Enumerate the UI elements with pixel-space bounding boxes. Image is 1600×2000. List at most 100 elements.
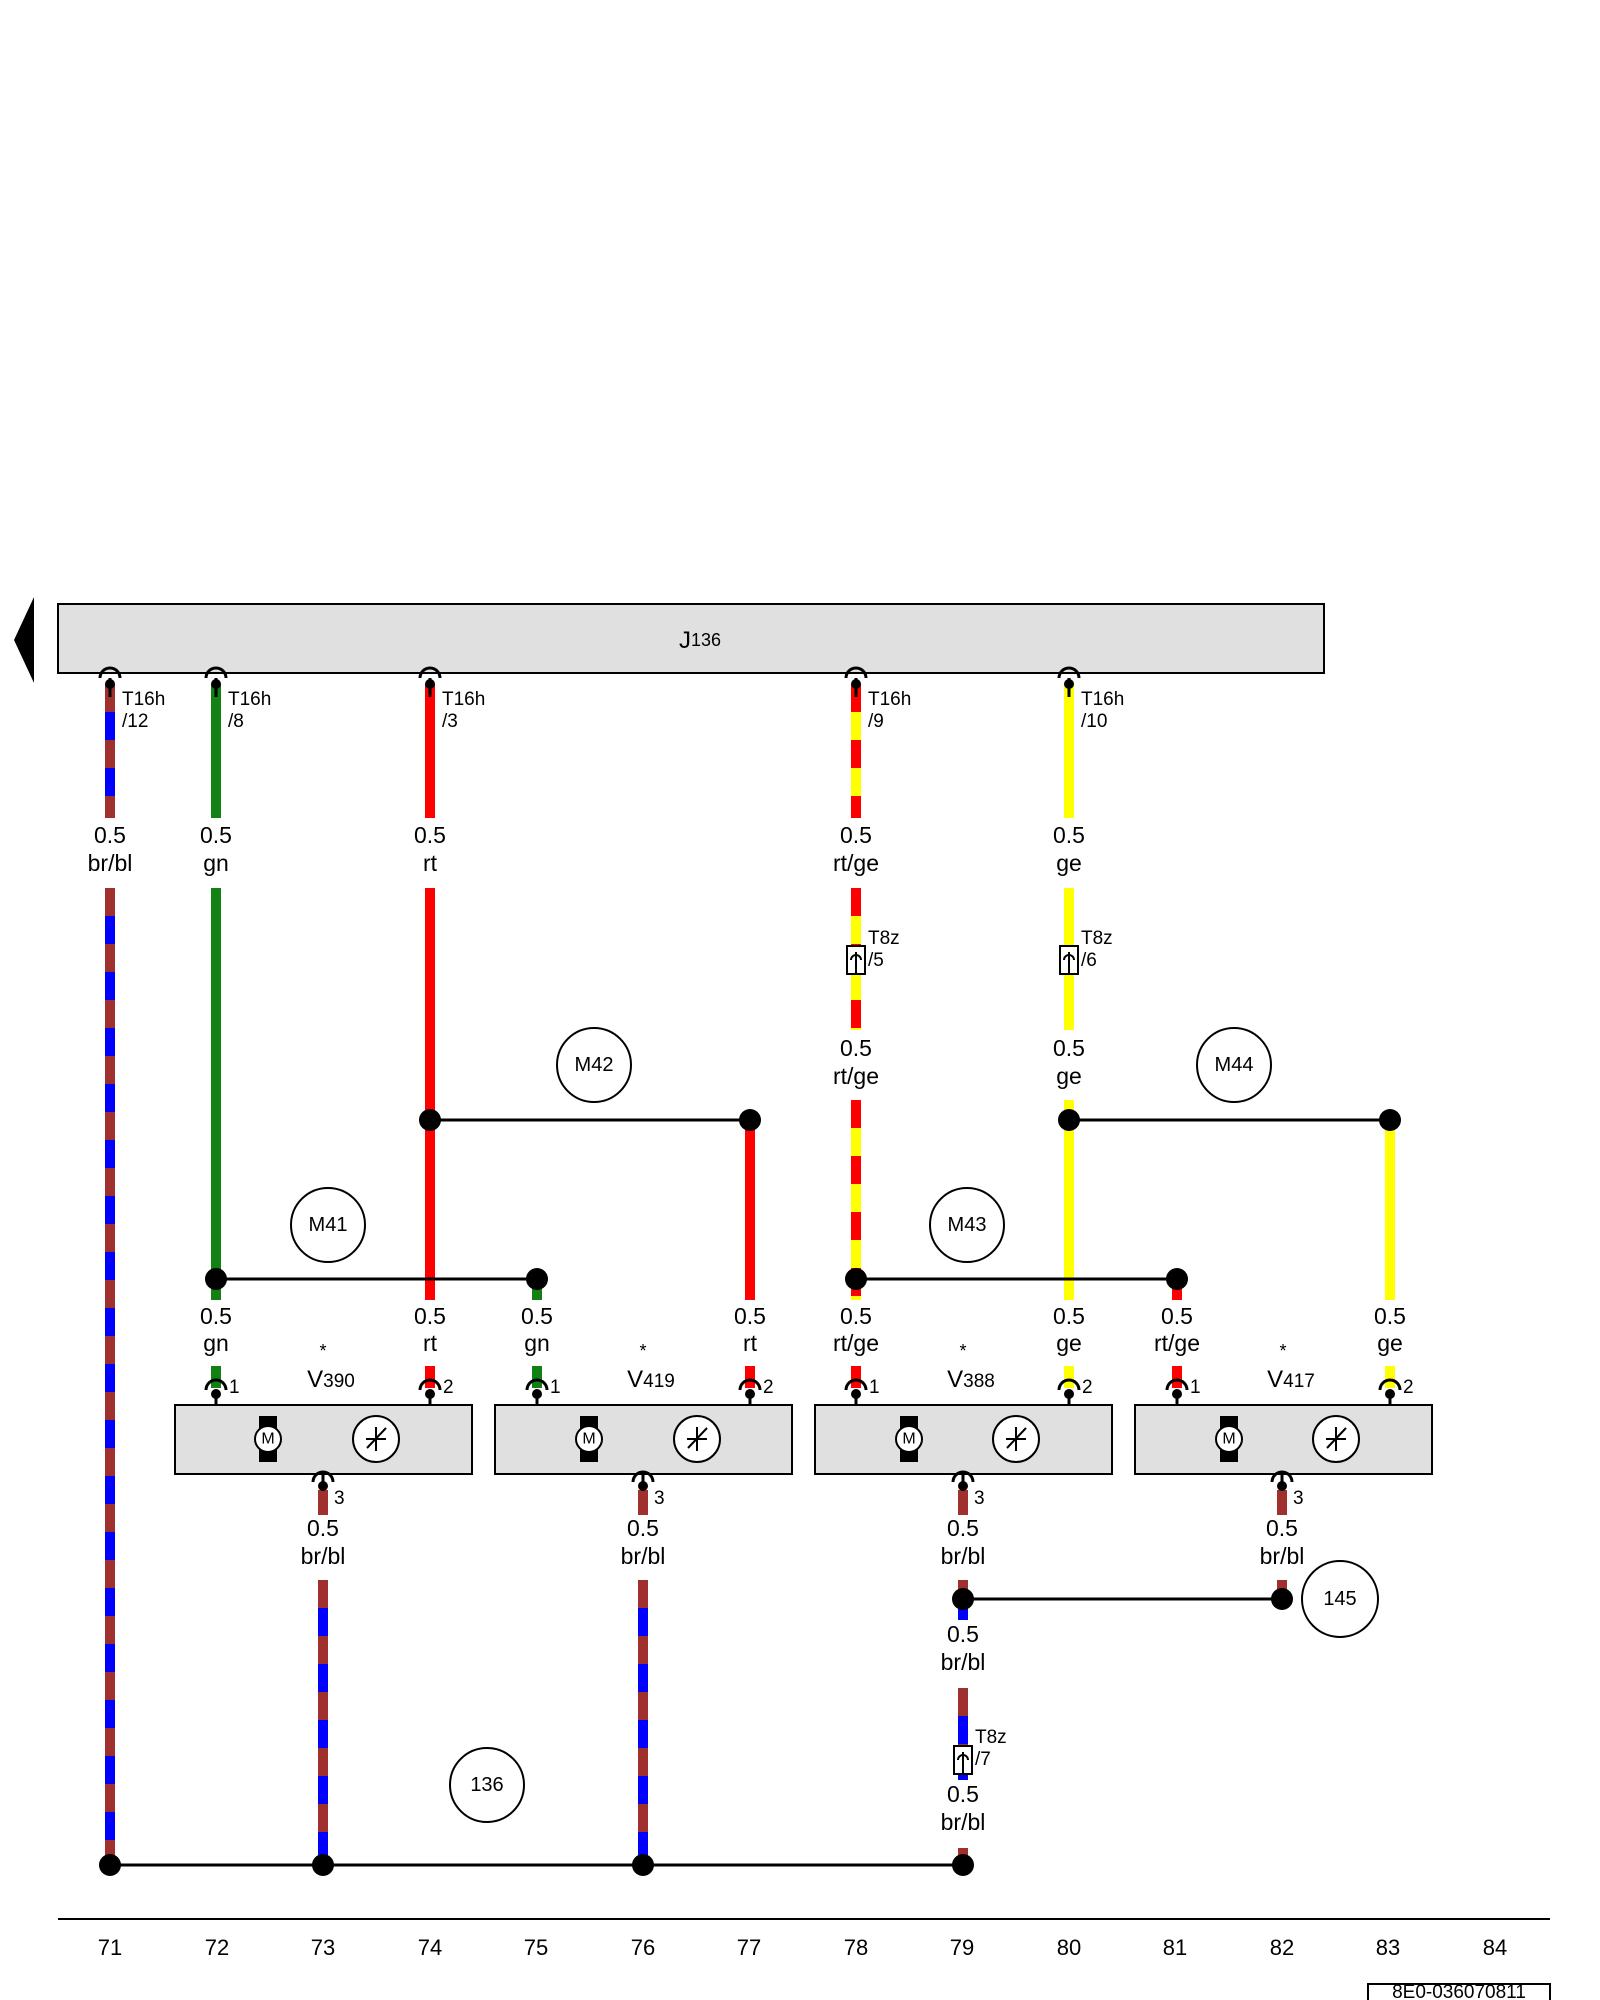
motor-housing — [814, 1404, 1113, 1475]
pin-number: 2 — [763, 1377, 774, 1398]
connector-pin-icon — [1057, 1378, 1081, 1405]
inline-connector-name: T8z — [868, 928, 900, 949]
wire-segment — [211, 684, 221, 818]
wire-segment — [958, 1490, 968, 1515]
wire-color: gn — [203, 850, 229, 876]
connector-pin-icon — [98, 666, 122, 697]
junction-dot — [952, 1854, 974, 1876]
ground-wire-size: 0.5 — [947, 1515, 979, 1541]
pin-wire-color: rt — [743, 1330, 758, 1356]
pin-number: 1 — [229, 1377, 240, 1398]
pin-number: 1 — [1190, 1377, 1201, 1398]
pin-number: 1 — [550, 1377, 561, 1398]
wire-color: ge — [1056, 1063, 1082, 1089]
svg-text:V390: V390 — [307, 1366, 355, 1393]
motor-v390: 0.5 gn 0.5 rt * V390 1 2 M 3 0.5 br/bl — [174, 1303, 473, 1569]
connector-pin-icon — [631, 1470, 655, 1491]
connection-lines — [110, 1118, 1390, 1867]
pin-number: 3 — [974, 1488, 985, 1509]
column-number: 71 — [98, 1935, 122, 1960]
wire-size: 0.5 — [414, 822, 446, 848]
connector-pin-icon — [844, 666, 868, 697]
wire-segment — [1277, 1490, 1287, 1515]
inline-connectors: T8z /5 T8z /6 T8z /7 — [846, 928, 1113, 1775]
pin-number: 3 — [654, 1488, 665, 1509]
motor-asterisk: * — [959, 1341, 966, 1361]
wire-segment — [638, 1490, 648, 1515]
column-number: 77 — [737, 1935, 761, 1960]
pin-wire-color: rt/ge — [833, 1330, 879, 1356]
ground-wire-size: 0.5 — [307, 1515, 339, 1541]
column-number: 79 — [950, 1935, 974, 1960]
motor-asterisk: * — [1279, 1341, 1286, 1361]
wire-segment — [851, 1366, 861, 1388]
wire-segment — [211, 1366, 221, 1388]
pin-number: 3 — [334, 1488, 345, 1509]
pin-wire-color: rt — [423, 1330, 438, 1356]
motor-housing — [174, 1404, 473, 1475]
diagram-reference: 8E0-036070811 — [1367, 1982, 1551, 2000]
wire-segment — [745, 1120, 755, 1300]
connector-pin-icon — [311, 1470, 335, 1491]
wire-size: 0.5 — [840, 822, 872, 848]
connector-pin-icon — [1165, 1378, 1189, 1405]
pin-wire-color: ge — [1377, 1330, 1403, 1356]
svg-text:V419: V419 — [627, 1366, 675, 1393]
junction-m41: M41 — [290, 1187, 366, 1263]
pin-wire-size: 0.5 — [1161, 1303, 1193, 1329]
ground-wire-color: br/bl — [301, 1543, 346, 1569]
wire-segment — [532, 1366, 542, 1388]
control-unit-suffix: 136 — [691, 630, 721, 650]
wire-color: rt/ge — [833, 1063, 879, 1089]
column-number: 83 — [1376, 1935, 1400, 1960]
connector-pin-icon — [1270, 1470, 1294, 1491]
diagram-reference-text: 8E0-036070811 — [1392, 1982, 1526, 2000]
wire-segment — [1064, 1100, 1074, 1300]
junction-m43: M43 — [929, 1187, 1005, 1263]
wire-segment — [851, 684, 861, 818]
wire-color: br/bl — [941, 1649, 986, 1675]
connector-pin-icon — [525, 1378, 549, 1405]
wire-segment — [105, 684, 115, 818]
motor-suffix: 417 — [1283, 1371, 1315, 1392]
motor-asterisk: * — [639, 1341, 646, 1361]
pin-wire-color: gn — [203, 1330, 229, 1356]
connector-name: T16h — [868, 689, 911, 710]
junction-dot — [419, 1109, 441, 1131]
motor-suffix: 390 — [323, 1371, 355, 1392]
column-number: 78 — [844, 1935, 868, 1960]
pin-number: 3 — [1293, 1488, 1304, 1509]
column-number: 81 — [1163, 1935, 1187, 1960]
motor-symbol-icon: M — [575, 1416, 603, 1462]
motor-suffix: 388 — [963, 1371, 995, 1392]
pin-wire-size: 0.5 — [840, 1303, 872, 1329]
junction-dot — [99, 1854, 121, 1876]
control-unit-j136: J136 — [57, 603, 1325, 674]
junction-circles: M41 M42 M43 M44 136 145 — [290, 1027, 1379, 1823]
j136-pins: T16h /12 T16h /8 T16h /3 T16h /9 T16h /1… — [98, 666, 1124, 732]
column-number: 84 — [1483, 1935, 1507, 1960]
motor-symbol-icon: M — [895, 1416, 923, 1462]
junction-dot — [1058, 1109, 1080, 1131]
wire-segment — [318, 1580, 328, 1865]
pin-wire-size: 0.5 — [414, 1303, 446, 1329]
junction-label: 136 — [470, 1774, 503, 1796]
pin-number: 2 — [443, 1377, 454, 1398]
motor-symbol-icon: M — [1215, 1416, 1243, 1462]
motor-name: V — [307, 1366, 323, 1393]
svg-text:V417: V417 — [1267, 1366, 1315, 1393]
connector-pin: /9 — [868, 711, 884, 732]
inline-connector-t8z-6: T8z /6 — [1059, 928, 1113, 975]
pin-wire-size: 0.5 — [734, 1303, 766, 1329]
wire-color: br/bl — [941, 1809, 986, 1835]
motor-symbol-text: M — [1222, 1431, 1235, 1448]
inline-connector-name: T8z — [975, 1727, 1007, 1748]
motor-v417: 0.5 rt/ge 0.5 ge * V417 1 2 M 3 0.5 br/b… — [1134, 1303, 1433, 1569]
wire-size: 0.5 — [200, 822, 232, 848]
pin-wire-size: 0.5 — [200, 1303, 232, 1329]
junction-dot — [739, 1109, 761, 1131]
junction-label: M43 — [948, 1214, 987, 1236]
ground-wire-color: br/bl — [621, 1543, 666, 1569]
